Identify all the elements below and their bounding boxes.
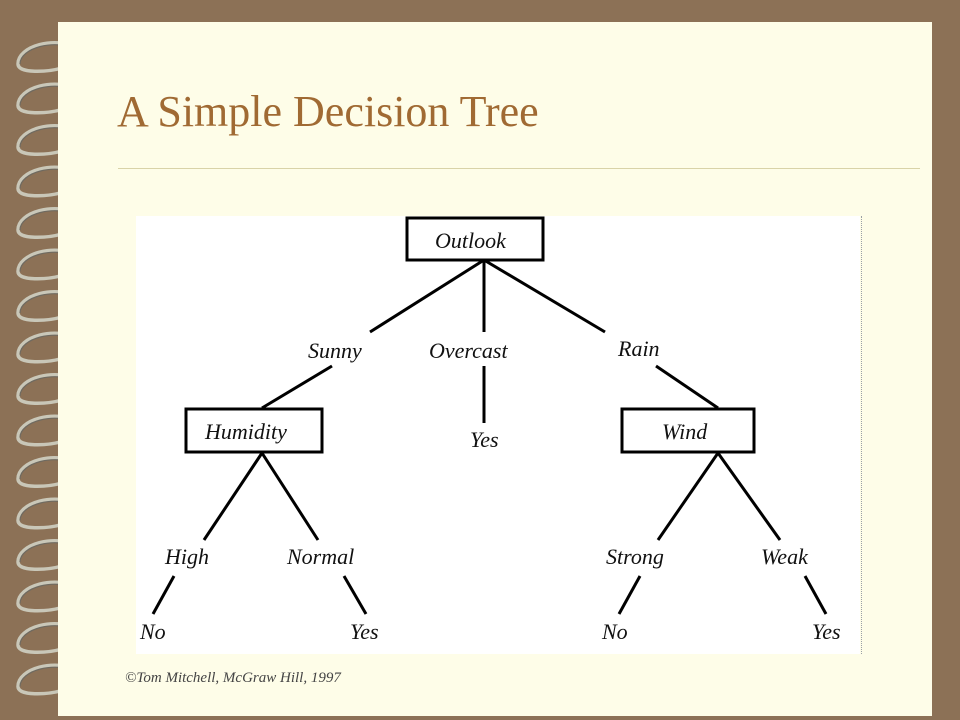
binding-ring <box>16 373 79 405</box>
edge-humidity-high <box>202 452 264 541</box>
node-label-humidity: Humidity <box>204 419 287 444</box>
decision-tree-diagram: Outlook Sunny Overcast Rain Humidity Win… <box>139 216 841 644</box>
edge-normal-yes <box>342 575 368 615</box>
title-rule <box>118 168 920 169</box>
branch-label-sunny: Sunny <box>308 338 362 363</box>
binding-ring <box>16 124 79 156</box>
copyright-credit: ©Tom Mitchell, McGraw Hill, 1997 <box>125 670 341 686</box>
node-box-wind <box>620 407 756 454</box>
branch-label-rain: Rain <box>617 336 660 361</box>
edge-high-no <box>151 575 176 615</box>
binding-ring <box>16 622 79 654</box>
node-box-outlook <box>405 216 545 262</box>
node-box-humidity <box>184 407 324 454</box>
edge-wind-strong <box>656 452 720 541</box>
binding-ring <box>16 497 79 530</box>
binding-ring <box>16 539 79 571</box>
binding-ring <box>16 248 79 281</box>
branch-label-overcast: Overcast <box>429 338 508 363</box>
leaf-label-normal-yes: Yes <box>350 619 379 644</box>
binding-ring <box>16 414 79 447</box>
binding-ring <box>16 41 79 73</box>
edge-weak-yes <box>803 575 828 615</box>
leaf-label-strong-no: No <box>601 619 628 644</box>
slide-title: A Simple Decision Tree <box>117 87 539 136</box>
binding-ring <box>16 663 79 696</box>
edge-humidity-normal <box>260 452 320 541</box>
leaf-label-overcast-yes: Yes <box>470 427 499 452</box>
branch-label-high: High <box>164 544 209 569</box>
branch-label-normal: Normal <box>286 544 354 569</box>
node-label-wind: Wind <box>662 419 708 444</box>
binding-ring <box>16 82 79 115</box>
leaf-label-weak-yes: Yes <box>812 619 841 644</box>
edge-rain-wind <box>655 364 719 410</box>
figure-dotted-border <box>861 216 862 654</box>
leaf-label-high-no: No <box>139 619 166 644</box>
edge-outlook-sunny <box>369 258 485 334</box>
binding-ring <box>16 207 79 239</box>
decision-tree-figure: Outlook Sunny Overcast Rain Humidity Win… <box>136 216 860 654</box>
branch-label-weak: Weak <box>761 544 809 569</box>
edge-outlook-rain <box>483 258 606 334</box>
binding-ring <box>16 456 79 488</box>
edge-strong-no <box>617 575 642 615</box>
binding-ring <box>16 290 79 322</box>
binding-ring <box>16 165 79 198</box>
branch-label-strong: Strong <box>606 544 664 569</box>
binding-ring <box>16 580 79 613</box>
edge-sunny-humidity <box>261 364 333 410</box>
node-label-outlook: Outlook <box>435 228 507 253</box>
edge-wind-weak <box>716 452 782 541</box>
binding-ring <box>16 331 79 364</box>
